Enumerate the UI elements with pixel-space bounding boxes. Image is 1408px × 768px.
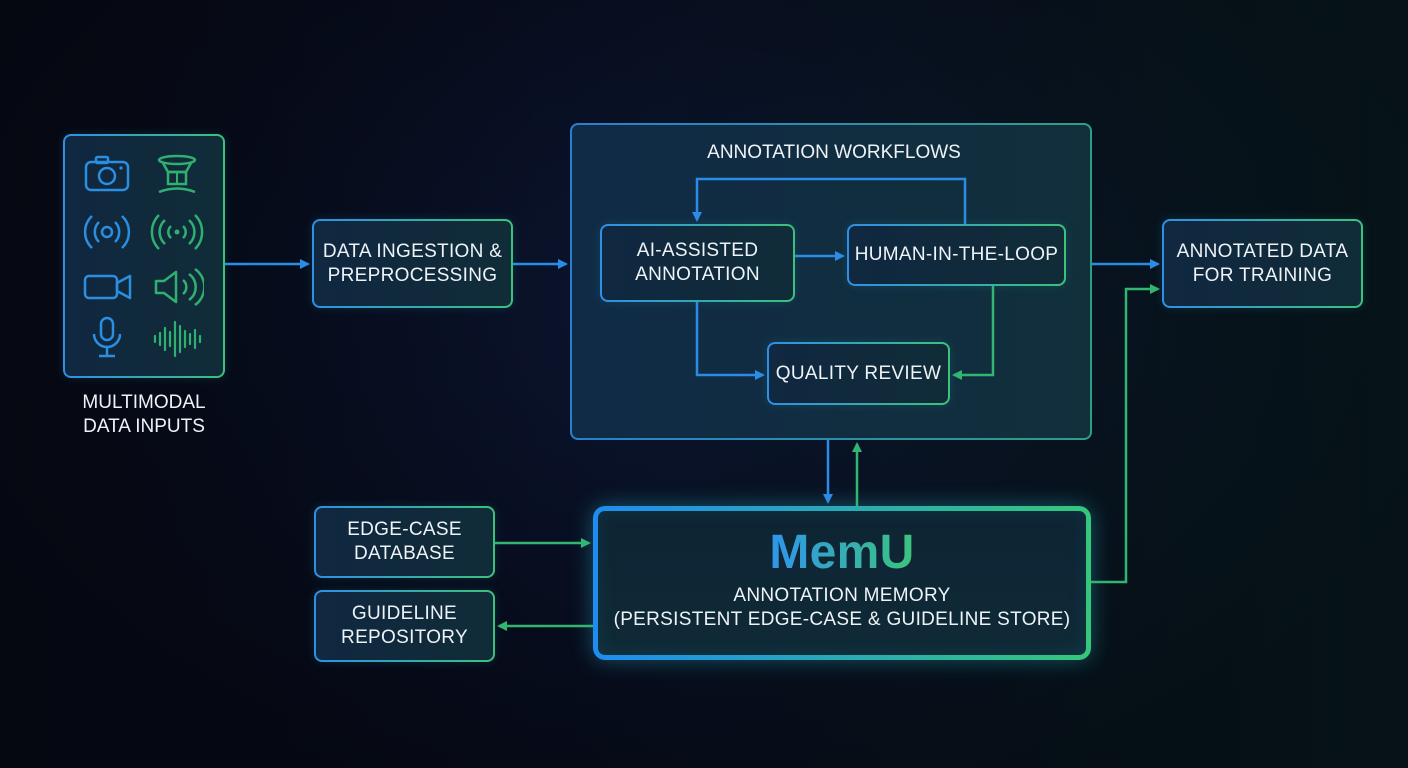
lidar-sensor-icon bbox=[157, 154, 197, 194]
quality-review-node: QUALITY REVIEW bbox=[767, 342, 950, 405]
multimodal-inputs-label: MULTIMODAL DATA INPUTS bbox=[82, 392, 206, 437]
annotated-data-output-node: ANNOTATED DATA FOR TRAINING bbox=[1162, 219, 1363, 308]
memu-title: MemU bbox=[769, 526, 915, 579]
audio-waveform-icon bbox=[153, 320, 202, 358]
arrow-human-feedback-loop bbox=[692, 177, 967, 224]
ai-assisted-annotation-node: AI-ASSISTED ANNOTATION bbox=[600, 224, 795, 302]
guideline-repository-node: GUIDELINE REPOSITORY bbox=[314, 590, 495, 662]
speaker-icon bbox=[154, 267, 204, 307]
arrow-memu-to-output bbox=[1091, 284, 1160, 584]
video-camera-icon bbox=[83, 274, 132, 300]
arrow-ai-to-quality bbox=[695, 302, 765, 380]
microphone-icon bbox=[92, 316, 122, 358]
wireless-signal-icon bbox=[150, 214, 204, 250]
memu-memory-node: MemU ANNOTATION MEMORY (PERSISTENT EDGE-… bbox=[593, 506, 1091, 660]
radar-sensor-icon bbox=[83, 215, 131, 249]
edge-case-database-node: EDGE-CASE DATABASE bbox=[314, 506, 495, 578]
camera-icon bbox=[84, 155, 130, 192]
multimodal-inputs-panel bbox=[63, 134, 225, 378]
arrow-human-to-quality bbox=[952, 286, 995, 380]
memu-subtitle: ANNOTATION MEMORY (PERSISTENT EDGE-CASE … bbox=[613, 585, 1071, 630]
human-in-the-loop-node: HUMAN-IN-THE-LOOP bbox=[847, 224, 1066, 286]
data-ingestion-node: DATA INGESTION & PREPROCESSING bbox=[312, 219, 513, 308]
annotation-workflows-title: ANNOTATION WORKFLOWS bbox=[707, 142, 961, 163]
